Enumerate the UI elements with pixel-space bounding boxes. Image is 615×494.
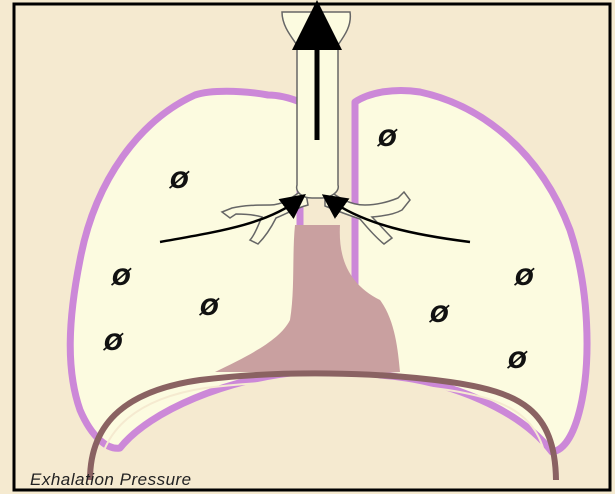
pressure-symbol: Ø	[428, 303, 450, 328]
pressure-symbol: Ø	[198, 296, 220, 321]
pressure-symbol: Ø	[102, 331, 124, 356]
diagram-caption: Exhalation Pressure	[30, 470, 192, 490]
pressure-symbol: Ø	[376, 127, 398, 152]
pressure-symbol: Ø	[506, 349, 528, 374]
pressure-symbol: Ø	[110, 266, 132, 291]
pressure-symbol: Ø	[513, 266, 535, 291]
pressure-symbol: Ø	[168, 169, 190, 194]
